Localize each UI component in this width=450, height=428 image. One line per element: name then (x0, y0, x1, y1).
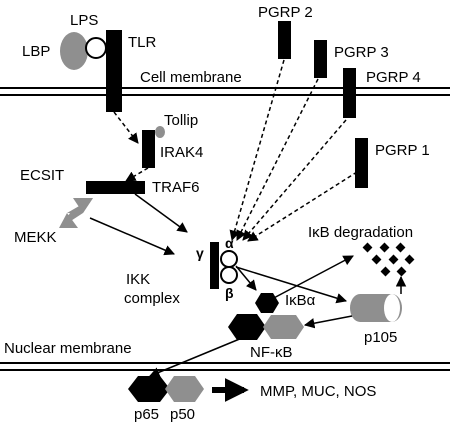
ikb-degradation-label: IκB degradation (308, 224, 413, 241)
p105-label: p105 (364, 329, 397, 346)
tollip-shape (155, 126, 165, 138)
pgrp2-receptor (278, 21, 291, 59)
solid-arrows (89, 193, 407, 402)
pgrp1-receptor (355, 138, 368, 188)
ikb-degradation-fragments (362, 242, 415, 277)
mekk-label: MEKK (14, 229, 57, 246)
pgrp2-label: PGRP 2 (258, 4, 313, 21)
p50-hexagon (165, 376, 204, 402)
ikba-hexagon (255, 293, 279, 313)
p65-hexagon (128, 376, 170, 402)
dashed-arrows (113, 59, 358, 242)
alpha-label: α (225, 235, 234, 251)
nfkb-p65-hexagon (228, 314, 266, 340)
traf6-label: TRAF6 (152, 179, 200, 196)
ikk-label-line1: IKK (126, 271, 150, 288)
gamma-label: γ (196, 245, 204, 261)
lps-shape (85, 37, 107, 59)
pgrp4-label: PGRP 4 (366, 69, 421, 86)
mekk-shape (59, 198, 93, 228)
ikk-alpha-circle (220, 250, 238, 268)
cell-membrane-label: Cell membrane (140, 69, 242, 86)
lps-label: LPS (70, 12, 98, 29)
target-genes-label: MMP, MUC, NOS (260, 383, 376, 400)
p65-label: p65 (134, 406, 159, 423)
p50-label: p50 (170, 406, 195, 423)
ikk-label-line2: complex (124, 290, 180, 307)
ikk-gamma-bar (210, 242, 219, 289)
irak4-label: IRAK4 (160, 144, 203, 161)
ecsit-label: ECSIT (20, 167, 64, 184)
ikba-label: IκBα (285, 292, 316, 309)
lbp-label: LBP (22, 43, 50, 60)
nfkb-p50-hexagon (263, 315, 304, 339)
lbp-shape (60, 32, 88, 70)
cell-membrane (0, 87, 450, 96)
p105-shape (350, 294, 402, 322)
nfkb-label: NF-κB (250, 344, 293, 361)
irak4-shape (142, 130, 155, 168)
tlr-receptor (106, 30, 122, 112)
tlr-label: TLR (128, 34, 157, 51)
pgrp3-receptor (314, 40, 327, 78)
pgrp4-receptor (343, 68, 356, 118)
pgrp1-label: PGRP 1 (375, 142, 430, 159)
pgrp3-label: PGRP 3 (334, 44, 389, 61)
nuclear-membrane-label: Nuclear membrane (4, 340, 132, 357)
nuclear-membrane (0, 362, 450, 371)
traf6-shape (86, 181, 145, 194)
tollip-label: Tollip (164, 112, 198, 129)
ikk-beta-circle (220, 266, 238, 284)
beta-label: β (225, 285, 234, 301)
